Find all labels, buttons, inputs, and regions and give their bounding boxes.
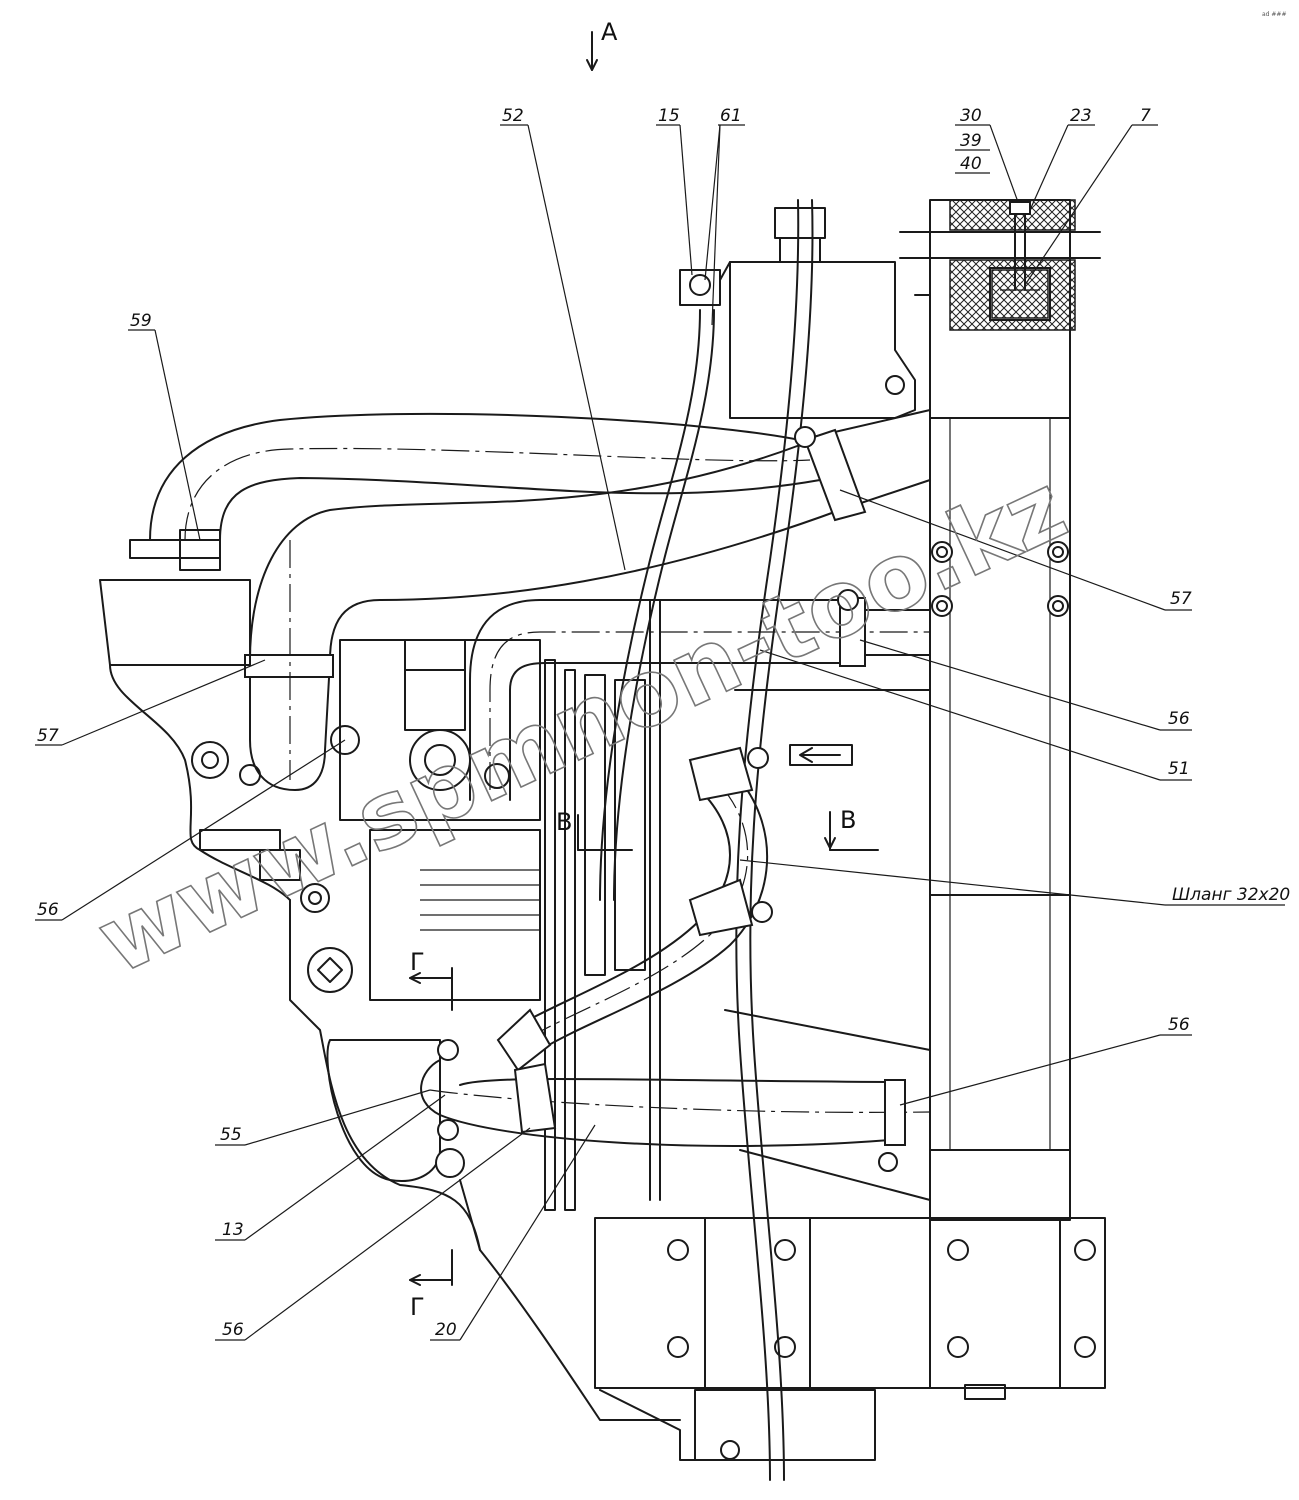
svg-text:23: 23	[1070, 106, 1092, 126]
section-label-b-left: В	[556, 808, 572, 836]
section-label-b-right: В	[840, 806, 856, 834]
hose-32x20	[496, 746, 773, 1072]
hose-57-left	[244, 540, 334, 791]
callout-51: 51	[759, 649, 1192, 781]
svg-text:52: 52	[502, 106, 524, 126]
hose-52	[149, 409, 931, 661]
svg-text:39: 39	[960, 131, 982, 151]
watermark-corner: ad ###	[1262, 11, 1286, 18]
section-detail-top-right	[899, 199, 1101, 331]
svg-text:56: 56	[1168, 709, 1190, 729]
callout-59: 59	[128, 311, 201, 541]
callout-13: 13	[215, 1094, 446, 1241]
callout-57-left: 57	[35, 659, 266, 746]
svg-text:57: 57	[1170, 589, 1192, 609]
callout-56-bottom: 56	[215, 1127, 531, 1341]
svg-text:59: 59	[130, 311, 152, 331]
section-marker-b-right: В	[824, 806, 879, 851]
callout-56-right-bottom: 56	[899, 1015, 1192, 1106]
svg-text:56: 56	[37, 900, 59, 920]
callout-56-right-top: 56	[859, 639, 1192, 731]
watermark-text: www.spmnon-too.kz	[82, 453, 1082, 995]
svg-text:55: 55	[220, 1125, 242, 1145]
section-marker-b-left: В	[556, 808, 633, 851]
watermark: www.spmnon-too.kz ad ###	[81, 11, 1286, 996]
svg-text:56: 56	[222, 1320, 244, 1340]
bottom-frame	[594, 1217, 1106, 1461]
svg-text:15: 15	[658, 106, 680, 126]
svg-text:13: 13	[222, 1220, 244, 1240]
svg-text:56: 56	[1168, 1015, 1190, 1035]
section-marker-g-top: Г	[409, 948, 453, 1011]
callout-52: 52	[500, 106, 626, 571]
callout-hose-32x20: Шланг 32х20	[739, 859, 1290, 906]
callout-57-right: 57	[839, 489, 1192, 611]
engine-block	[99, 529, 681, 1421]
svg-text:57: 57	[37, 726, 59, 746]
callout-56-left: 56	[35, 739, 346, 921]
callout-30-39-40: 30 39 40	[955, 106, 1019, 203]
svg-text:Шланг 32х20: Шланг 32х20	[1172, 885, 1290, 905]
callout-15: 15	[656, 106, 693, 276]
expansion-tank	[679, 207, 931, 419]
svg-text:7: 7	[1140, 106, 1151, 126]
callout-55: 55	[215, 1089, 431, 1146]
hose-20	[420, 1059, 931, 1172]
radiator-frame	[929, 199, 1071, 1221]
vent-tube	[599, 199, 814, 1481]
svg-text:40: 40	[960, 154, 982, 174]
hose-51	[469, 589, 931, 801]
callout-23: 23	[1029, 106, 1095, 211]
callout-7: 7	[1024, 106, 1158, 286]
section-label-g-bottom: Г	[410, 1293, 425, 1321]
view-arrow-a: A	[586, 18, 618, 71]
view-label-a: A	[601, 18, 618, 46]
callout-61: 61	[704, 106, 745, 326]
svg-text:51: 51	[1168, 759, 1190, 779]
section-marker-g-bottom: Г	[409, 1249, 453, 1321]
callout-20: 20	[430, 1124, 596, 1341]
svg-text:20: 20	[435, 1320, 457, 1340]
svg-text:30: 30	[960, 106, 982, 126]
section-label-g-top: Г	[410, 948, 425, 976]
svg-text:61: 61	[720, 106, 742, 126]
